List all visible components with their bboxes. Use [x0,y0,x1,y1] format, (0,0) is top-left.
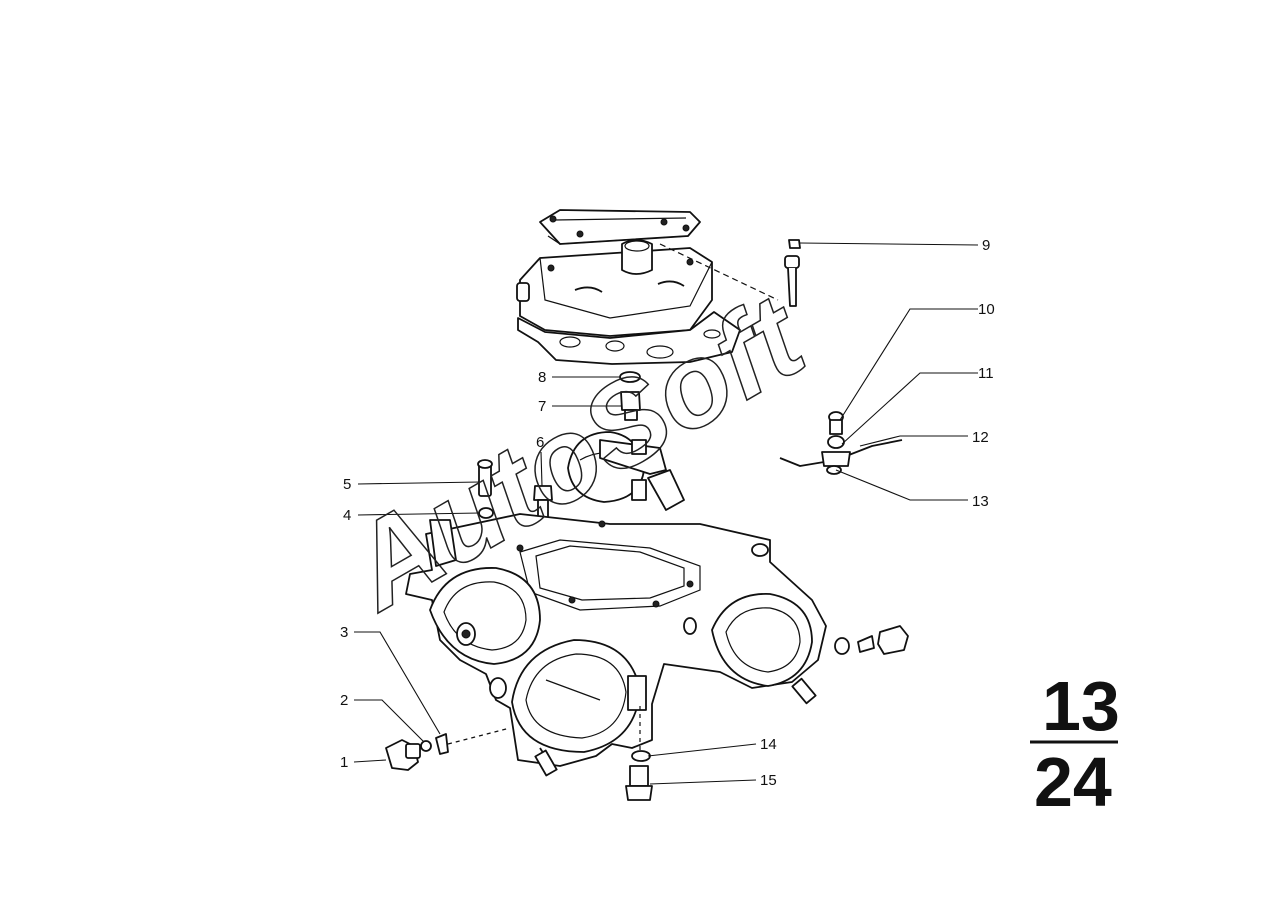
callout-6: 6 [536,434,544,451]
top-cover-plate [539,209,701,245]
drain-plug [385,727,511,771]
callout-14: 14 [760,736,777,753]
callout-2: 2 [340,692,348,709]
callout-5: 5 [343,476,351,493]
carburetor-body [405,513,827,777]
bottom-jet [625,706,653,801]
callout-11: 11 [978,365,994,382]
carburetor-cover [516,239,713,337]
callout-9: 9 [982,237,990,254]
right-plug [834,625,909,655]
callout-15: 15 [760,772,777,789]
page-number: 13 24 [1030,667,1120,821]
vent-tube [659,239,801,307]
leader-lines [353,242,979,785]
page-index: 24 [1034,743,1112,821]
callout-4: 4 [343,507,351,524]
callout-13: 13 [972,493,989,510]
linkage-assembly [779,411,903,475]
callout-10: 10 [978,301,995,318]
callout-7: 7 [538,398,546,415]
jets-screws [477,459,553,525]
callout-12: 12 [972,429,989,446]
callout-8: 8 [538,369,546,386]
needle-valve-assembly [619,371,641,421]
section-number: 13 [1042,667,1120,745]
callout-3: 3 [340,624,348,641]
callout-labels: 1 2 3 4 5 6 7 8 9 10 11 12 13 14 15 [340,237,995,789]
cover-gasket [517,311,741,365]
callout-1: 1 [340,754,348,771]
float-assembly [567,431,685,511]
